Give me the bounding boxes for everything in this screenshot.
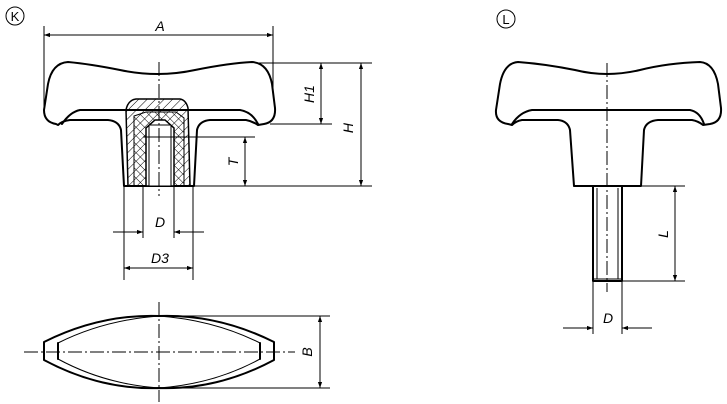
dimension-d3-label: D3 xyxy=(151,250,169,266)
dimension-d-label: D xyxy=(155,214,165,230)
knob-l-inner-edge xyxy=(511,109,705,125)
dimension-h-label: H xyxy=(340,122,356,133)
view-top: B xyxy=(24,302,330,402)
view-marker-circle xyxy=(496,9,516,29)
view-marker-circle xyxy=(5,6,25,26)
view-k-label: K xyxy=(11,9,20,24)
dimension-b-label: B xyxy=(299,347,315,356)
knob-l-outline xyxy=(494,61,723,187)
knob-k-outline xyxy=(43,61,277,187)
dimension-a-label: A xyxy=(154,18,164,34)
view-k: K A H1 H T xyxy=(5,6,372,280)
view-k-marker: K xyxy=(5,6,25,26)
dimension-d-l-label: D xyxy=(603,310,613,326)
view-l-label: L xyxy=(502,12,509,27)
dimension-h1-label: H1 xyxy=(301,85,317,103)
knob-top-outline xyxy=(43,314,275,390)
threaded-insert-section xyxy=(125,98,191,187)
dimension-t-label: T xyxy=(225,156,241,166)
view-l: L L D xyxy=(494,9,723,334)
dimension-l-label: L xyxy=(655,230,671,238)
view-l-marker: L xyxy=(496,9,516,29)
